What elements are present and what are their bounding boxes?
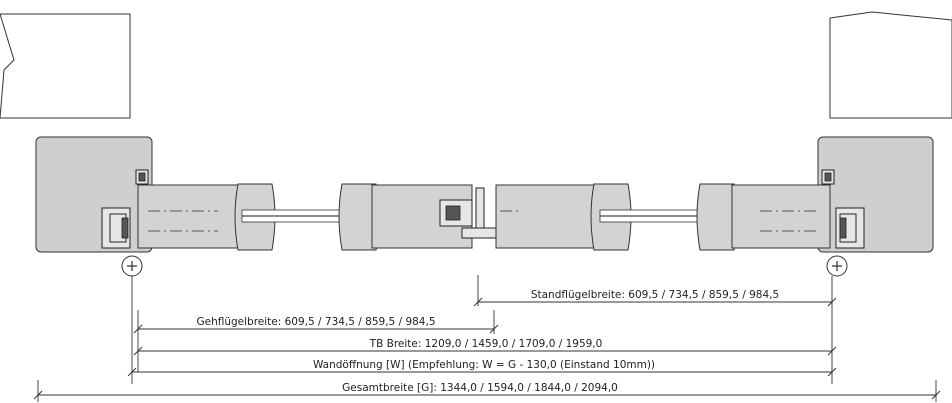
label-gehfluegel: Gehflügelbreite: 609,5 / 734,5 / 859,5 /… xyxy=(196,316,435,328)
dim-standfluegel: Standflügelbreite: 609,5 / 734,5 / 859,5… xyxy=(473,289,837,307)
right-frame xyxy=(817,136,934,253)
label-gesamtbreite: Gesamtbreite [G]: 1344,0 / 1594,0 / 1844… xyxy=(342,382,618,394)
label-wandoeffnung: Wandöffnung [W] (Empfehlung: W = G - 130… xyxy=(313,359,655,371)
meeting-stile-lock xyxy=(439,187,503,239)
gehfluegel-leaf xyxy=(137,183,473,251)
left-wall xyxy=(0,13,131,119)
standfluegel-leaf xyxy=(495,183,831,251)
label-standfluegel: Standflügelbreite: 609,5 / 734,5 / 859,5… xyxy=(531,289,779,301)
dim-wandoeffnung: Wandöffnung [W] (Empfehlung: W = G - 130… xyxy=(127,359,837,377)
right-hinge xyxy=(821,169,865,277)
label-tb-breite: TB Breite: 1209,0 / 1459,0 / 1709,0 / 19… xyxy=(369,338,603,350)
left-frame xyxy=(35,136,153,253)
dim-tb-breite: TB Breite: 1209,0 / 1459,0 / 1709,0 / 19… xyxy=(133,338,837,356)
left-hinge xyxy=(101,169,149,277)
dim-gesamtbreite: Gesamtbreite [G]: 1344,0 / 1594,0 / 1844… xyxy=(33,382,941,400)
dim-gehfluegel: Gehflügelbreite: 609,5 / 734,5 / 859,5 /… xyxy=(133,316,499,334)
right-wall xyxy=(829,11,952,119)
